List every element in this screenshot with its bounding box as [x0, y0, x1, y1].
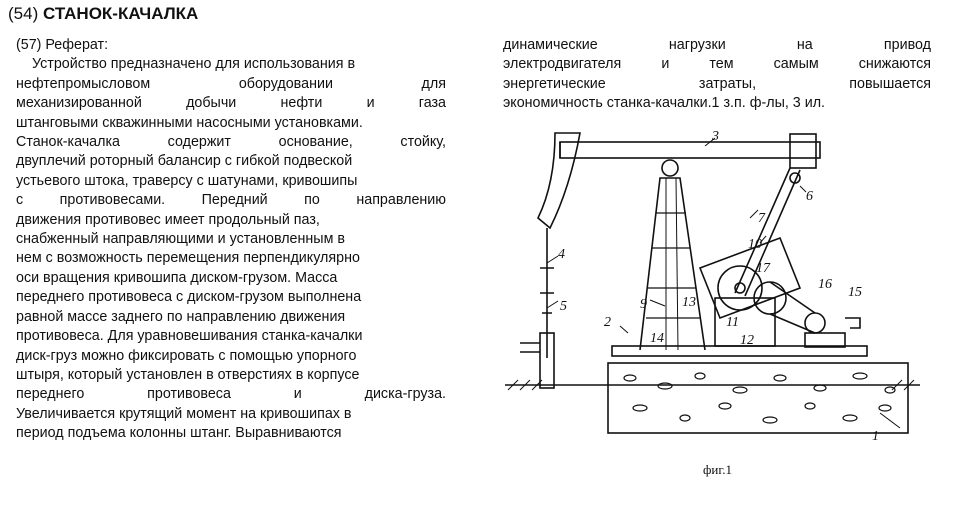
- abstract-line: устьевого штока, траверсу с шатунами, кр…: [16, 172, 358, 189]
- fig-label: 15: [848, 285, 862, 300]
- abstract-left-column: (57) Реферат: Устройство предназначено д…: [16, 36, 446, 444]
- abstract-line: штанговыми скважинными насосными установ…: [16, 114, 363, 131]
- beam-pivot: [661, 159, 679, 177]
- abstract-line: диск-груз можно фиксировать с помощью уп…: [16, 347, 357, 364]
- abstract-line: энергетические затраты, повышается: [503, 75, 931, 92]
- fig-label: 7: [758, 211, 766, 226]
- well-head: [539, 332, 555, 389]
- abstract-line: динамические нагрузки на привод: [503, 37, 931, 53]
- fig-label: 14: [650, 331, 664, 346]
- fig-label: 16: [818, 277, 832, 292]
- traverse: [789, 133, 817, 169]
- fig-label: 11: [726, 315, 739, 330]
- abstract-line: Устройство предназначено для использован…: [32, 56, 356, 73]
- drive-belt: [769, 281, 816, 334]
- abstract-line: противовеса. Для уравновешивания станка-…: [16, 328, 363, 345]
- pitman: [734, 167, 801, 297]
- horse-head: [537, 132, 581, 230]
- counterweight: [698, 236, 802, 320]
- abstract-line: переднего противовеса с диском-грузом вы…: [16, 289, 362, 306]
- motor: [804, 332, 846, 348]
- title-name: СТАНОК-КАЧАЛКА: [42, 4, 199, 23]
- title-code: (54): [8, 4, 39, 23]
- stand-tower: [639, 177, 706, 351]
- fig-label: 1: [872, 429, 879, 444]
- abstract-label: (57) Реферат:: [16, 37, 109, 53]
- abstract-line: переднего противовеса и диска-груза.: [16, 386, 446, 403]
- fig-label: 12: [740, 333, 754, 348]
- fig-label: 2: [604, 315, 611, 330]
- abstract-line: с противовесами. Передний по направлению: [16, 192, 446, 209]
- crank-disk: [717, 265, 763, 311]
- abstract-line: механизированной добычи нефти и газа: [16, 95, 446, 112]
- figure-caption: фиг.1: [703, 462, 732, 477]
- abstract-line: электродвигателя и тем самым снижаются: [503, 56, 931, 73]
- abstract-line: снабженный направляющими и установленным…: [16, 231, 345, 248]
- ground-hatch: [507, 379, 915, 391]
- abstract-line: экономичность станка-качалки.1 з.п. ф-лы…: [503, 95, 826, 112]
- abstract-line: равной массе заднего по направлению движ…: [16, 308, 346, 325]
- fig-label: 4: [558, 247, 565, 262]
- abstract-line: двуплечий роторный балансир с гибкой под…: [16, 153, 353, 170]
- fig-label: 9: [640, 297, 647, 312]
- patent-title: (54) СТАНОК-КАЧАЛКА: [8, 4, 198, 24]
- abstract-line: Увеличивается крутящий момент на кривоши…: [16, 405, 352, 422]
- walking-beam: [559, 141, 821, 159]
- abstract-line: нем с возможность перемещения перпендику…: [16, 250, 360, 267]
- abstract-line: период подъема колонны штанг. Выравниваю…: [16, 425, 342, 442]
- foundation: [607, 362, 909, 434]
- figure-svg: 3 6 7 10 4 5 2 9 13 17 16 15 11 14 12 1: [505, 129, 920, 444]
- fig-label: 13: [682, 295, 696, 310]
- abstract-right-column: динамические нагрузки на привод электрод…: [503, 36, 931, 114]
- abstract-line: нефтепромысловом оборудовании для: [16, 75, 446, 92]
- foundation-stones: [623, 372, 896, 424]
- abstract-line: движения противовес имеет продольный паз…: [16, 211, 320, 228]
- fig-label: 10: [748, 237, 762, 252]
- fig-label: 17: [756, 261, 771, 276]
- fig-label: 3: [711, 129, 719, 144]
- abstract-line: штыря, который установлен в отверстиях в…: [16, 366, 360, 383]
- abstract-line: Станок-качалка содержит основание, стойк…: [16, 134, 446, 151]
- fig-label: 6: [806, 189, 813, 204]
- fig-label: 5: [560, 299, 567, 314]
- abstract-line: оси вращения кривошипа диском-грузом. Ма…: [16, 269, 338, 286]
- gear-reducer: [714, 297, 776, 347]
- pump-jack-drawing: 3 6 7 10 4 5 2 9 13 17 16 15 11 14 12 1: [500, 128, 930, 483]
